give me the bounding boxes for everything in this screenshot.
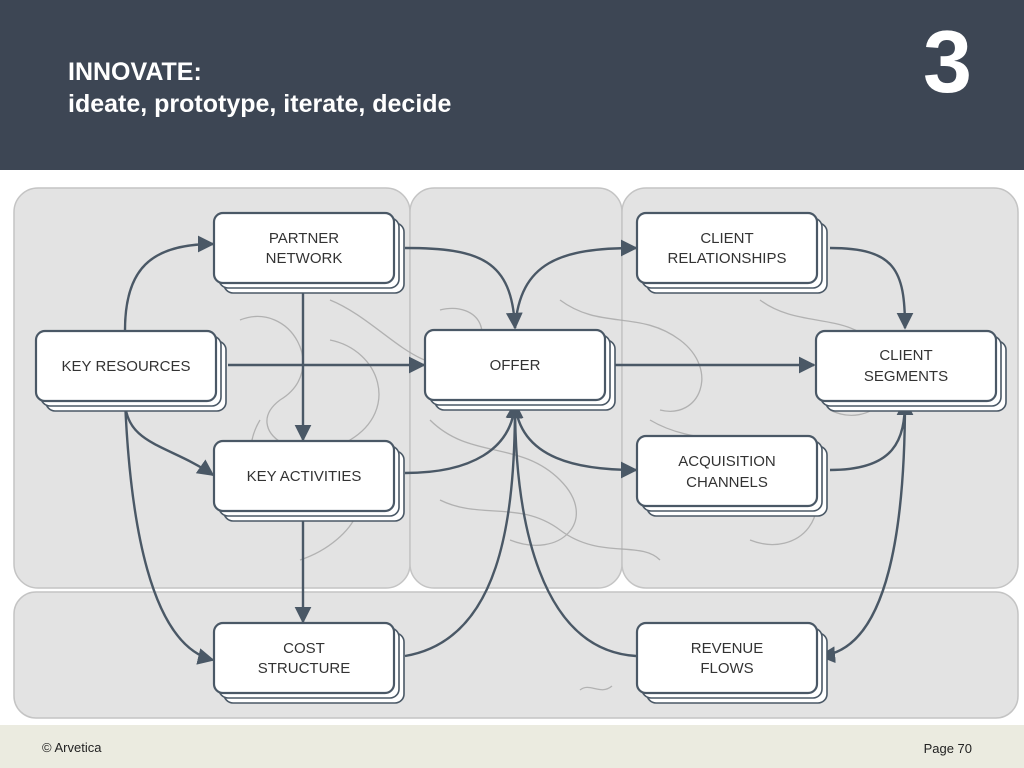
connector-partner-to-offer (404, 246, 523, 330)
connector-resources-to-cost (123, 399, 215, 665)
connectors (123, 235, 914, 665)
connector-cost-to-offer (404, 401, 524, 658)
block-partner-network: PARTNER NETWORK (212, 211, 405, 294)
block-client-relationships: CLIENT RELATIONSHIPS (635, 211, 828, 294)
page-number: Page 70 (923, 741, 972, 756)
client-segments-label-2: SEGMENTS (864, 368, 948, 385)
diagram-svg: PARTNER NETWORK KEY RESOURCES KEY ACTIVI… (13, 187, 1019, 719)
partner-network-label-2: NETWORK (266, 250, 343, 267)
footer-bar: © Arvetica Page 70 (0, 725, 1024, 768)
partner-network-label-1: PARTNER (269, 230, 339, 247)
header-banner: INNOVATE: ideate, prototype, iterate, de… (0, 0, 1024, 170)
block-key-activities: KEY ACTIVITIES (212, 439, 405, 522)
step-number: 3 (923, 12, 972, 111)
block-cost-structure: COST STRUCTURE (212, 621, 405, 704)
client-relationships-label-1: CLIENT (700, 230, 753, 247)
block-key-resources: KEY RESOURCES (34, 329, 227, 412)
revenue-flows-label-1: REVENUE (691, 640, 764, 657)
client-relationships-label-2: RELATIONSHIPS (668, 250, 787, 267)
cost-structure-label-1: COST (283, 640, 325, 657)
revenue-flows-label-2: FLOWS (700, 660, 753, 677)
block-offer: OFFER (423, 328, 616, 411)
copyright-text: © Arvetica (42, 740, 102, 755)
connector-resources-to-partner (123, 235, 215, 331)
acquisition-channels-label-1: ACQUISITION (678, 453, 776, 470)
block-client-segments: CLIENT SEGMENTS (814, 329, 1007, 412)
connector-offer-to-relationships (513, 239, 638, 329)
block-revenue-flows: REVENUE FLOWS (635, 621, 828, 704)
offer-label: OFFER (490, 357, 541, 374)
acquisition-channels-label-2: CHANNELS (686, 474, 768, 491)
connector-relationships-to-segments (829, 246, 914, 330)
title-line-2: ideate, prototype, iterate, decide (68, 90, 452, 118)
connector-activities-to-offer (404, 401, 523, 475)
panel-bottom (13, 591, 1019, 719)
client-segments-label-1: CLIENT (879, 347, 932, 364)
cost-structure-label-2: STRUCTURE (258, 660, 351, 677)
connector-segments-to-revenue (818, 399, 907, 664)
key-resources-label: KEY RESOURCES (62, 358, 191, 375)
business-model-diagram: PARTNER NETWORK KEY RESOURCES KEY ACTIVI… (0, 170, 1024, 725)
title-line-1: INNOVATE: (68, 58, 202, 86)
connector-revenue-to-offer (506, 401, 637, 658)
block-acquisition-channels: ACQUISITION CHANNELS (635, 434, 828, 517)
connector-offer-to-channels (513, 402, 638, 479)
key-activities-label: KEY ACTIVITIES (247, 468, 362, 485)
